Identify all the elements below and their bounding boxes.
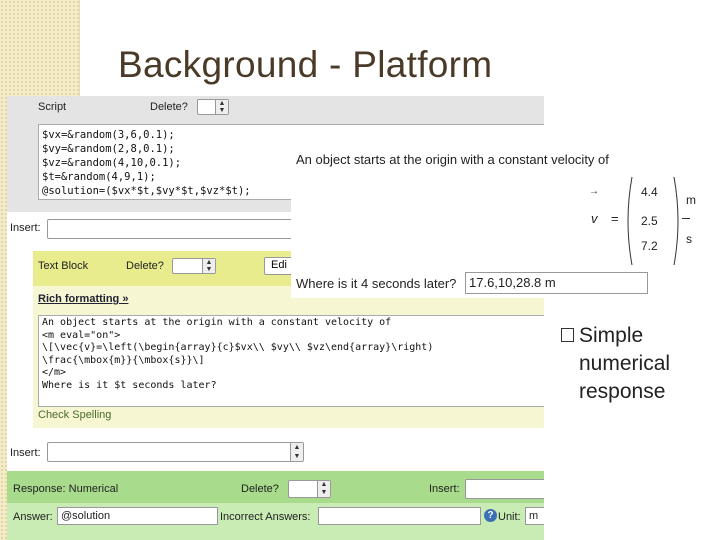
- preview-intro: An object starts at the origin with a co…: [296, 152, 609, 167]
- unit-label: Unit:: [498, 511, 521, 523]
- component-z: 7.2: [641, 239, 658, 253]
- right-paren: [673, 176, 679, 266]
- preview-answer-input[interactable]: 17.6,10,28.8 m: [465, 272, 648, 294]
- unit-input[interactable]: m: [525, 507, 544, 525]
- select-arrows-icon: ▲▼: [202, 259, 215, 273]
- slide-title: Background - Platform: [118, 44, 493, 85]
- rendered-preview: An object starts at the origin with a co…: [291, 143, 696, 298]
- source-line: </m>: [42, 367, 67, 379]
- text-block: Text Block Delete? ▲▼ Edi Rich formattin…: [33, 251, 544, 428]
- unit-denominator: s: [686, 232, 692, 246]
- response-block: Response: Numerical Delete? ▲▼ Insert: A…: [7, 471, 544, 540]
- vector-arrow: →: [589, 186, 599, 197]
- help-icon[interactable]: ?: [484, 509, 497, 522]
- select-arrows-icon: ▲▼: [317, 481, 330, 497]
- component-x: 4.4: [641, 185, 658, 199]
- code-line: $t=&random(4,9,1);: [42, 171, 156, 183]
- incorrect-answers-label: Incorrect Answers:: [220, 511, 311, 523]
- text-block-edit-label: Edi: [271, 259, 287, 271]
- source-line: An object starts at the origin with a co…: [42, 317, 392, 328]
- text-block-header: Text Block: [38, 260, 89, 272]
- incorrect-answers-input[interactable]: [318, 507, 481, 525]
- response-delete-select[interactable]: ▲▼: [288, 480, 331, 498]
- response-header: Response: Numerical: [13, 483, 119, 495]
- source-line: \frac{\mbox{m}}{\mbox{s}}\]: [42, 354, 205, 366]
- left-paren: [627, 176, 633, 266]
- answer-input[interactable]: @solution: [57, 507, 218, 525]
- source-line: \[\vec{v}=\left(\begin{array}{c}$vx\\ $v…: [42, 342, 434, 354]
- code-line: $vz=&random(4,10,0.1);: [42, 157, 182, 169]
- code-line: $vx=&random(3,6,0.1);: [42, 129, 175, 141]
- vector-symbol: v: [591, 211, 598, 226]
- code-line: @solution=($vx*$t,$vy*$t,$vz*$t);: [42, 185, 251, 197]
- script-delete-label: Delete?: [150, 101, 188, 113]
- check-spelling-link[interactable]: Check Spelling: [38, 409, 112, 421]
- source-line: Where is it $t seconds later?: [42, 379, 217, 391]
- script-delete-select[interactable]: ▲▼: [197, 99, 229, 115]
- text-block-delete-label: Delete?: [126, 260, 164, 272]
- code-line: $vy=&random(2,8,0.1);: [42, 143, 175, 155]
- rich-formatting-link[interactable]: Rich formatting »: [38, 293, 129, 305]
- preview-question: Where is it 4 seconds later?: [296, 276, 457, 291]
- insert-select[interactable]: [47, 219, 307, 239]
- text-block-source-area[interactable]: An object starts at the origin with a co…: [38, 315, 544, 407]
- bullet-box-icon: [561, 328, 574, 342]
- answer-label: Answer:: [13, 511, 53, 523]
- unit-fraction-bar: [682, 218, 690, 219]
- select-arrows-icon: ▲▼: [215, 100, 228, 114]
- select-arrows-icon: ▲▼: [290, 443, 303, 461]
- insert-label: Insert:: [10, 222, 41, 234]
- text-block-delete-select[interactable]: ▲▼: [172, 258, 216, 274]
- response-insert-label: Insert:: [429, 483, 460, 495]
- response-delete-label: Delete?: [241, 483, 279, 495]
- unit-numerator: m: [686, 193, 696, 207]
- insert-label: Insert:: [10, 447, 41, 459]
- component-y: 2.5: [641, 214, 658, 228]
- script-header-label: Script: [38, 101, 67, 113]
- insert-select[interactable]: ▲▼: [47, 442, 304, 462]
- response-insert-select[interactable]: [465, 479, 544, 499]
- equals-sign: =: [611, 211, 619, 226]
- source-line: <m eval="on">: [42, 329, 121, 341]
- bullet-text: Simple numerical response: [579, 324, 671, 403]
